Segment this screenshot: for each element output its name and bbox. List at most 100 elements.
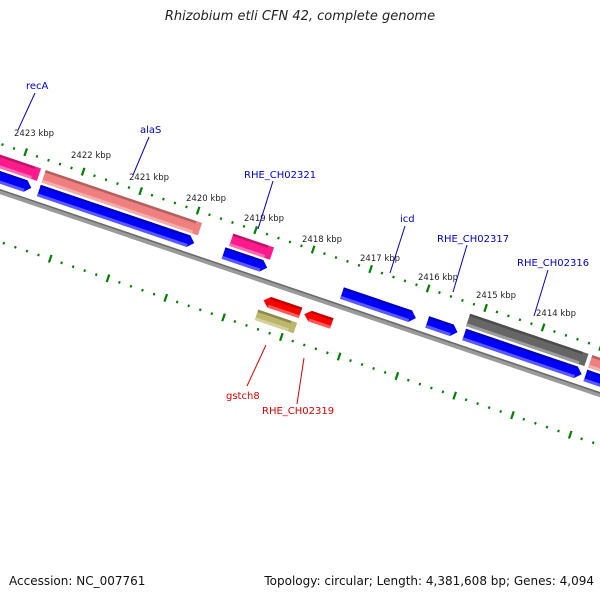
forward-cds[interactable] bbox=[340, 287, 418, 323]
leader-line bbox=[257, 180, 274, 230]
inner-scale-minor-tick bbox=[14, 245, 17, 249]
forward-cds[interactable] bbox=[0, 160, 33, 193]
outer-scale-minor-tick bbox=[392, 275, 395, 279]
backbone-shadow bbox=[0, 156, 600, 447]
inner-scale-minor-tick bbox=[60, 261, 63, 265]
outer-scale-minor-tick bbox=[323, 252, 326, 256]
inner-scale-major-tick bbox=[221, 313, 226, 322]
leader-line bbox=[132, 136, 150, 176]
forward-cds-bevel-top bbox=[0, 160, 28, 183]
forward-cds-bevel-top bbox=[343, 287, 413, 313]
kbp-label: 2416 kbp bbox=[418, 273, 458, 283]
forward-cds-bevel-top bbox=[428, 316, 454, 327]
reverse-cds-body bbox=[304, 310, 334, 329]
inner-scale-major-tick bbox=[105, 274, 111, 283]
outer-scale-major-tick bbox=[368, 264, 373, 274]
forward-cds-bevel-bottom bbox=[462, 337, 576, 378]
gene-gray-body bbox=[465, 313, 589, 367]
forward-cds[interactable] bbox=[221, 247, 269, 273]
inner-scale-minor-tick bbox=[83, 269, 87, 273]
gene-khaki-bevel-bottom bbox=[254, 317, 289, 332]
outer-scale-minor-tick bbox=[35, 154, 39, 158]
outer-scale-minor-tick bbox=[587, 341, 591, 345]
gene-salmon-bevel-top bbox=[44, 170, 197, 224]
kbp-label: 2419 kbp bbox=[244, 214, 284, 224]
inner-scale-minor-tick bbox=[557, 429, 560, 433]
genome-summary: Topology: circular; Length: 4,381,608 bp… bbox=[264, 574, 594, 588]
gene-label-alas[interactable]: alaS bbox=[140, 125, 161, 136]
reverse-cds[interactable] bbox=[262, 295, 303, 319]
kbp-label: 2417 kbp bbox=[360, 254, 400, 264]
genome-band bbox=[0, 143, 600, 451]
inner-scale-minor-tick bbox=[233, 320, 237, 324]
forward-cds-bevel-bottom bbox=[0, 168, 25, 192]
gene-label-icd[interactable]: icd bbox=[400, 214, 415, 225]
kbp-label: 2414 kbp bbox=[536, 309, 576, 319]
gene-label-reca[interactable]: recA bbox=[26, 81, 49, 92]
forward-cds[interactable] bbox=[425, 316, 459, 338]
gene-pink[interactable] bbox=[229, 233, 275, 260]
outer-scale-minor-tick bbox=[357, 263, 361, 267]
outer-scale-minor-tick bbox=[300, 244, 303, 248]
outer-scale-minor-tick bbox=[265, 232, 269, 236]
leader-line bbox=[533, 269, 549, 317]
inner-scale-minor-tick bbox=[210, 312, 214, 316]
inner-scale-minor-tick bbox=[441, 390, 445, 394]
outer-scale-minor-tick bbox=[403, 279, 407, 283]
accession-label: Accession: NC_007761 bbox=[9, 574, 146, 588]
inner-scale-minor-tick bbox=[37, 253, 40, 257]
inner-scale-minor-tick bbox=[141, 288, 144, 292]
outer-scale-minor-tick bbox=[346, 259, 349, 263]
inner-scale-minor-tick bbox=[314, 347, 318, 351]
gene-salmon[interactable] bbox=[41, 170, 203, 236]
inner-scale-minor-tick bbox=[71, 265, 75, 269]
inner-scale-minor-tick bbox=[198, 308, 202, 312]
gene-pink[interactable] bbox=[0, 145, 42, 181]
gene-label-rhe_ch02321[interactable]: RHE_CH02321 bbox=[244, 170, 316, 181]
outer-scale-minor-tick bbox=[380, 271, 384, 275]
reverse-cds-bevel-bottom bbox=[267, 304, 300, 319]
inner-scale-minor-tick bbox=[383, 370, 387, 374]
forward-cds[interactable] bbox=[462, 328, 583, 380]
inner-scale-minor-tick bbox=[476, 402, 479, 406]
gene-salmon-body bbox=[41, 170, 203, 236]
outer-scale-major-tick bbox=[540, 323, 546, 332]
inner-scale-minor-tick bbox=[118, 280, 121, 284]
outer-scale-major-tick bbox=[80, 167, 86, 176]
forward-cds-body bbox=[36, 184, 195, 247]
outer-scale-minor-tick bbox=[150, 193, 154, 197]
forward-cds[interactable] bbox=[36, 184, 196, 249]
gene-label-gstch8[interactable]: gstch8 bbox=[226, 391, 260, 402]
forward-cds-body bbox=[340, 287, 416, 322]
outer-scale-minor-tick bbox=[208, 213, 211, 217]
leader-line bbox=[452, 244, 468, 293]
inner-scale-minor-tick bbox=[245, 323, 248, 327]
gene-label-rhe_ch02316[interactable]: RHE_CH02316 bbox=[517, 258, 589, 269]
reverse-cds[interactable] bbox=[303, 309, 334, 329]
gene-khaki[interactable] bbox=[254, 309, 298, 334]
reverse-cds-bevel-bottom bbox=[308, 318, 331, 329]
outer-scale-minor-tick bbox=[47, 158, 50, 162]
outer-scale-minor-tick bbox=[449, 294, 453, 298]
inner-scale-minor-tick bbox=[175, 300, 179, 304]
kbp-label: 2422 kbp bbox=[71, 151, 111, 161]
outer-scale-minor-tick bbox=[1, 143, 4, 147]
inner-scale-major-tick bbox=[47, 254, 53, 263]
kbp-label: 2423 kbp bbox=[14, 129, 54, 139]
gene-label-rhe_ch02317[interactable]: RHE_CH02317 bbox=[437, 234, 509, 245]
gene-pink-body bbox=[0, 145, 42, 181]
gene-pink-bevel-top bbox=[0, 145, 36, 169]
inner-scale-minor-tick bbox=[302, 343, 306, 347]
forward-cds-bevel-bottom bbox=[425, 324, 451, 336]
outer-scale-minor-tick bbox=[127, 185, 131, 189]
reverse-cds-bevel-top bbox=[270, 297, 303, 310]
gene-label-rhe_ch02319[interactable]: RHE_CH02319 bbox=[262, 406, 334, 417]
outer-scale-major-tick bbox=[425, 284, 431, 293]
outer-scale-minor-tick bbox=[472, 302, 476, 306]
inner-scale-minor-tick bbox=[534, 421, 537, 425]
inner-scale-major-tick bbox=[336, 352, 342, 361]
gene-gray[interactable] bbox=[465, 313, 589, 367]
inner-scale-minor-tick bbox=[591, 441, 595, 445]
leader-line bbox=[246, 344, 267, 387]
